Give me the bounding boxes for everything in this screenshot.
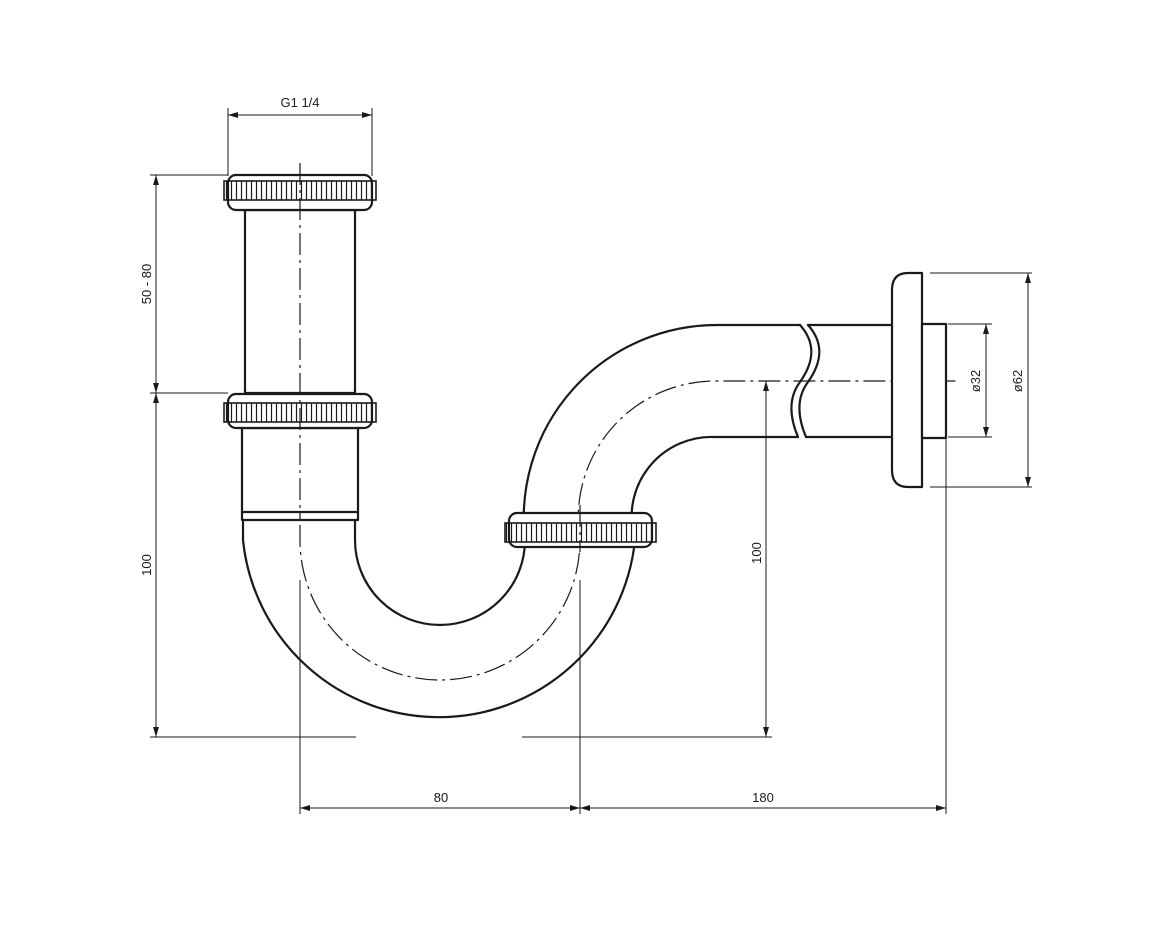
flange-socket <box>920 322 948 440</box>
thread-label: G1 1/4 <box>280 95 319 110</box>
dim-tailpiece-length: 50 - 80 <box>139 174 228 394</box>
trap-body <box>241 210 960 719</box>
break-line-left <box>790 323 813 439</box>
dim-wall-distance: 180 <box>580 438 947 814</box>
tailpiece <box>223 163 377 522</box>
tailpiece-length-label: 50 - 80 <box>139 264 154 304</box>
trap-centerline <box>299 210 960 681</box>
dim-thread: G1 1/4 <box>227 95 373 176</box>
dim-trap-depth-right: 100 <box>522 381 772 738</box>
trap-nut <box>504 505 657 552</box>
pipe-break <box>790 323 894 439</box>
trap-spacing-label: 80 <box>434 790 448 805</box>
trap-outer-contour <box>241 435 800 719</box>
wall-distance-label: 180 <box>752 790 774 805</box>
dim-flange-diameter: ø62 <box>930 272 1032 488</box>
break-line-right <box>798 323 821 439</box>
trap-depth-right-label: 100 <box>749 542 764 564</box>
flange-diameter-label: ø62 <box>1010 370 1025 392</box>
dim-pipe-diameter: ø32 <box>948 323 992 438</box>
dim-trap-depth-left: 100 <box>139 393 356 738</box>
trap-depth-left-label: 100 <box>139 554 154 576</box>
pipe-diameter-label: ø32 <box>968 370 983 392</box>
trap-inner-contour <box>353 323 802 627</box>
flange-rosette <box>890 271 924 489</box>
wall-flange <box>890 271 948 489</box>
dim-trap-spacing: 80 <box>299 580 581 814</box>
